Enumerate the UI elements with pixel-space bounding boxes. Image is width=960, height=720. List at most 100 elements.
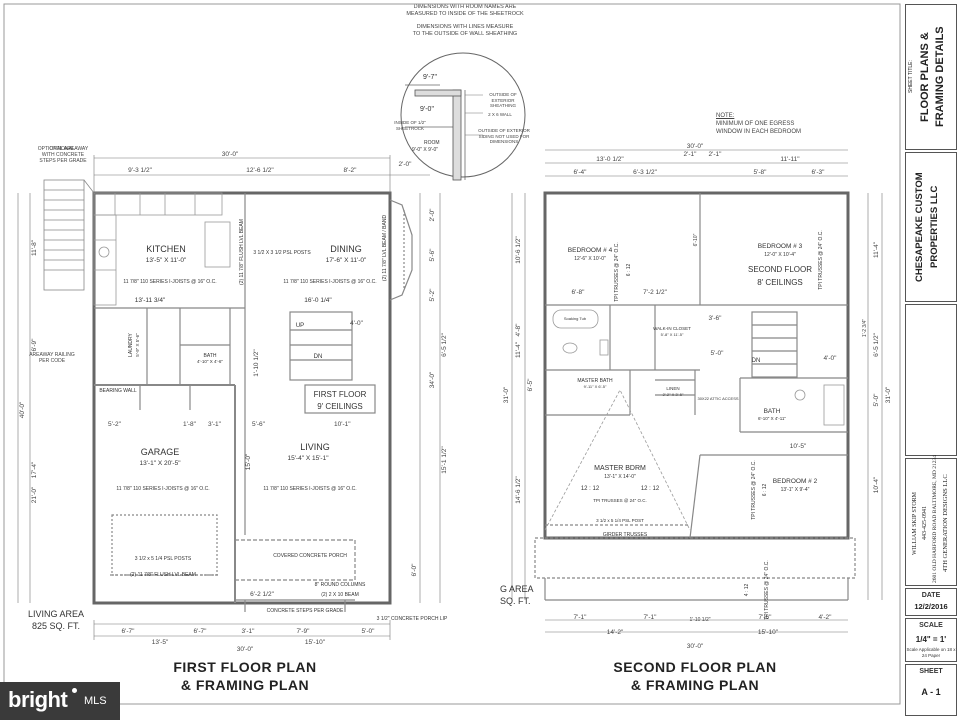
detail-note-sheathing: OUTSIDE OF EXTERIOR SHEATHING xyxy=(489,92,517,108)
ff-dim-top-right: 8'-2" xyxy=(344,167,358,174)
sf-bath-label: BATH xyxy=(764,408,781,415)
sf-dim-bot-d: 7'-6" xyxy=(759,614,773,621)
areaway-stair-note: OPTIONAL AREAWAY WITH CONCRETE STEPS PER… xyxy=(37,146,89,164)
sf-dim-right-3: 6'-5 1/2" xyxy=(873,332,880,356)
ff-dim-right-5: 34'-0" xyxy=(429,371,436,388)
wall-detail-circle xyxy=(400,52,526,181)
sf-dim-right-6: 10'-4" xyxy=(873,476,880,493)
bright-logo-dot-icon xyxy=(72,688,77,693)
ff-dim-15-0: 15'-0" xyxy=(245,453,252,470)
detail-dim-top: 9'-7" xyxy=(423,74,437,81)
sf-dim-right-2: 1'-2 3/4" xyxy=(862,319,868,338)
ff-dim-bot-c: 3'-1" xyxy=(242,628,256,635)
sf-dim-bot-c: 1'-10 1/2" xyxy=(689,617,710,623)
master-dims: 13'-1" X 14'-0" xyxy=(604,474,636,480)
bed2-label: BEDROOM # 2 xyxy=(773,478,818,485)
areaway-railing-note: AREAWAY RAILING PER CODE xyxy=(29,352,75,364)
ff-dim-1-8: 1'-8" xyxy=(183,421,197,428)
second-floor-ceilings: 8' CEILINGS xyxy=(757,278,803,287)
attic-access: 30X22 ATTIC ACCESS xyxy=(697,396,738,401)
porch-columns: 8" ROUND COLUMNS xyxy=(315,582,366,588)
title-block-blank xyxy=(905,304,957,456)
bearing-wall-label: BEARING WALL xyxy=(99,388,137,394)
detail-dim-mid: 9'-0" xyxy=(420,106,434,113)
first-floor-title: FIRST FLOOR PLAN & FRAMING PLAN xyxy=(150,658,340,694)
sf-dim-top-e: 6'-4" xyxy=(574,169,588,176)
garage-label: GARAGE xyxy=(141,447,180,457)
detail-room-dims: 9'-0" X 9'-0" xyxy=(412,147,439,153)
ff-dim-right-3: 5'-2" xyxy=(429,288,436,302)
sf-dim-left-5: 31'-0" xyxy=(503,386,510,403)
sf-dim-7-2: 7'-2 1/2" xyxy=(643,289,667,296)
sf-dim-3-6: 3'-6" xyxy=(709,315,723,322)
walkin-label: WALK-IN CLOSET xyxy=(653,326,691,331)
first-floor-dim-texts: 30'-0" 9'-3 1/2" 12'-6 1/2" 8'-2" 2'-0" … xyxy=(108,151,412,653)
first-floor-title-line1: FIRST FLOOR PLAN xyxy=(173,659,317,675)
garage-psl: 3 1/2 x 5 1/4 PSL POSTS xyxy=(135,556,192,562)
sheet-label: SHEET xyxy=(919,668,943,675)
garage-joists: 11 7/8" 110 SERIES I-JOISTS @ 16" O.C. xyxy=(116,486,209,492)
dining-label: DINING xyxy=(330,244,362,254)
linen-dims: 2'-2" X 3'-5" xyxy=(663,392,684,397)
sf-dim-top-d: 11'-11" xyxy=(780,156,800,163)
garage-beam: (2) 11 7/8" FLUSH LVL BEAM xyxy=(130,572,196,578)
ff-living-area-line2: 825 SQ. FT. xyxy=(31,621,81,631)
laundry-label: LAUNDRY xyxy=(128,332,134,356)
kitchen-label: KITCHEN xyxy=(146,244,186,254)
sheet-number: A - 1 xyxy=(921,687,941,697)
kitchen-dims: 13'-5" X 11'-0" xyxy=(146,257,187,264)
dining-width: 16'-0 1/4" xyxy=(304,297,332,304)
bed2-pitch: 6 : 12 xyxy=(762,484,768,497)
living-dims: 15'-4" X 15'-1" xyxy=(287,455,329,462)
stair-note-1: OPTIONAL xyxy=(49,146,75,152)
second-floor-title: SECOND FLOOR PLAN & FRAMING PLAN xyxy=(600,658,790,694)
ff-dim-3-1: 3'-1" xyxy=(208,421,222,428)
sheet-title: FLOOR PLANS & FRAMING DETAILS xyxy=(919,26,946,128)
detail-note-siding: OUTSIDE OF EXTERIOR SIDING NOT USED FOR … xyxy=(478,128,530,144)
ff-dim-left-5: 21'-0" xyxy=(31,486,38,503)
bed3-dims: 12'-0" X 10'-4" xyxy=(764,252,796,258)
sheet-title-label: SHEET TITLE: xyxy=(908,60,914,94)
soaking-tub: Soaking Tub xyxy=(564,316,587,321)
bed3-label: BEDROOM # 3 xyxy=(758,243,803,250)
sf-dim-bottom-right: 15'-10" xyxy=(758,629,779,636)
sf-dim-6-8: 6'-8" xyxy=(572,289,586,296)
scale-value: 1/4" = 1' xyxy=(915,635,947,644)
first-floor-label: FIRST FLOOR xyxy=(314,390,367,399)
ff-dim-bot-b: 6'-7" xyxy=(194,628,208,635)
ff-bath-dims: 4'-10" X 4'-6" xyxy=(197,359,223,364)
ff-dim-right-1: 2'-0" xyxy=(429,208,436,222)
bed4-label: BEDROOM # 4 xyxy=(568,247,613,254)
title-block-sheet-title: SHEET TITLE: FLOOR PLANS & FRAMING DETAI… xyxy=(905,4,957,150)
ff-stair-up: UP xyxy=(296,323,304,329)
sf-dim-5-0: 5'-0" xyxy=(711,350,725,357)
porch-beam: (2) 2 X 10 BEAM xyxy=(321,592,359,598)
first-floor-ceilings: 9' CEILINGS xyxy=(317,402,363,411)
sf-dim-4-0: 4'-0" xyxy=(824,355,838,362)
sf-dim-left-2: 4'-8" xyxy=(515,323,522,337)
girder-trusses: GIRDER TRUSSES xyxy=(603,532,648,538)
living-label: LIVING xyxy=(300,442,330,452)
master-bath-label: MASTER BATH xyxy=(577,378,613,384)
ff-dim-top-total: 30'-0" xyxy=(222,151,239,158)
ff-bath-label: BATH xyxy=(204,353,217,359)
first-floor-dim-lines xyxy=(17,155,441,640)
master-bath-fixtures xyxy=(552,309,845,426)
sf-dim-bot-e: 4'-2" xyxy=(819,614,833,621)
ff-dim-top-far: 2'-0" xyxy=(399,161,413,168)
bed4-trusses: TPI TRUSSES @ 24" O.C. xyxy=(614,242,620,302)
second-floor-title-line2: & FRAMING PLAN xyxy=(630,677,760,693)
designer-address: 2601 OLD HARFORD ROAD BALTIMORE, MD 2123… xyxy=(932,455,938,583)
sf-stair-dn: DN xyxy=(752,358,761,364)
sf-dim-top-h: 6'-3" xyxy=(812,169,826,176)
laundry-dims: 5'-9" X 5'-6" xyxy=(135,333,140,357)
master-label: MASTER BDRM xyxy=(594,465,646,472)
sf-dim-left-4: 6'-5" xyxy=(527,378,534,392)
second-floor-label: SECOND FLOOR xyxy=(748,265,812,274)
sf-dim-10-5: 10'-5" xyxy=(790,443,807,450)
legend-line-1: DIMENSIONS WITH ROOM NAMES ARE xyxy=(413,4,517,10)
ff-dim-right-4: 6'-5 1/2" xyxy=(441,332,448,356)
garage-dims: 13'-1" X 20'-5" xyxy=(139,460,181,467)
ff-dim-10-1: 10'-1" xyxy=(334,421,351,428)
kitchen-joists: 11 7/8" 110 SERIES I-JOISTS @ 16" O.C. xyxy=(123,279,216,285)
